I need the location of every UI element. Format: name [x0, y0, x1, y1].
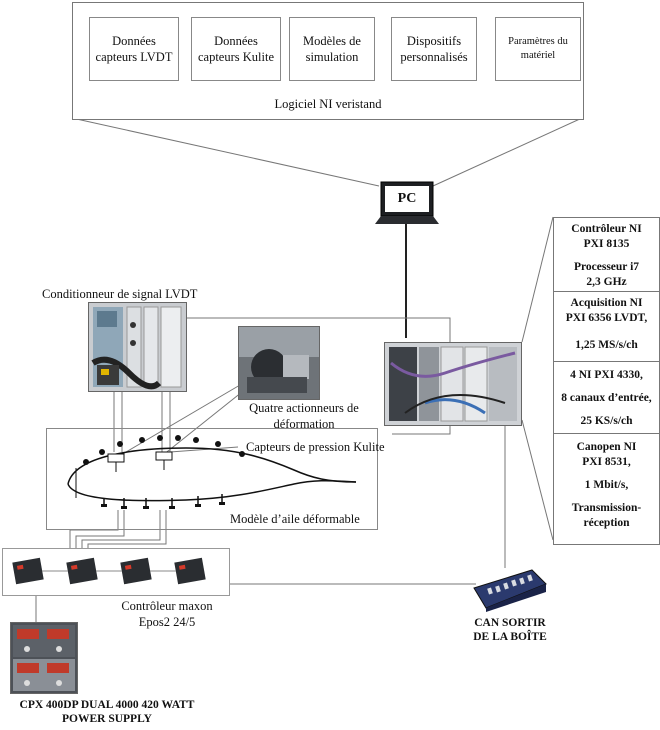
funnel-line-right [432, 117, 583, 187]
spec-controller: Contrôleur NI PXI 8135 Processeur i7 2,3… [553, 217, 660, 293]
pxi-chassis-photo [384, 342, 522, 426]
spec-acquisition: Acquisition NI PXI 6356 LVDT, 1,25 MS/s/… [553, 291, 660, 363]
laptop-icon [375, 181, 439, 224]
maxon-controllers [12, 557, 206, 585]
wing-profile [67, 435, 357, 509]
maxon-to-can-line [227, 572, 476, 585]
wing-model-box [46, 428, 378, 530]
software-title: Logiciel NI veristand [274, 97, 382, 111]
can-box-device [473, 569, 547, 612]
lvdt-conditioner-photo [88, 302, 187, 392]
lvdt-conditioner-label: Conditionneur de signal LVDT [42, 287, 198, 301]
kulite-sensors-upper [83, 435, 245, 465]
pc-label: PC [397, 191, 417, 206]
maxon-controller [120, 557, 152, 585]
power-supply-photo [10, 622, 78, 694]
spec-bracket-top [521, 216, 554, 343]
actuators-photo [238, 326, 320, 400]
kulite-sensors-lower [103, 494, 223, 506]
kulite-label: Capteurs de pression Kulite [246, 440, 385, 454]
maxon-controller [66, 557, 98, 585]
maxon-controller [174, 557, 206, 585]
wing-model-label: Modèle d’aile déformable [230, 512, 360, 526]
spec-canopen: Canopen NI PXI 8531, 1 Mbit/s, Transmiss… [553, 433, 660, 545]
spec-pxi-4330: 4 NI PXI 4330, 8 canaux d’entrée, 25 KS/… [553, 361, 660, 435]
maxon-controller [12, 557, 44, 585]
spec-bracket-bottom [521, 419, 554, 541]
actuator-brackets [107, 451, 173, 472]
funnel-line-left [71, 117, 380, 187]
